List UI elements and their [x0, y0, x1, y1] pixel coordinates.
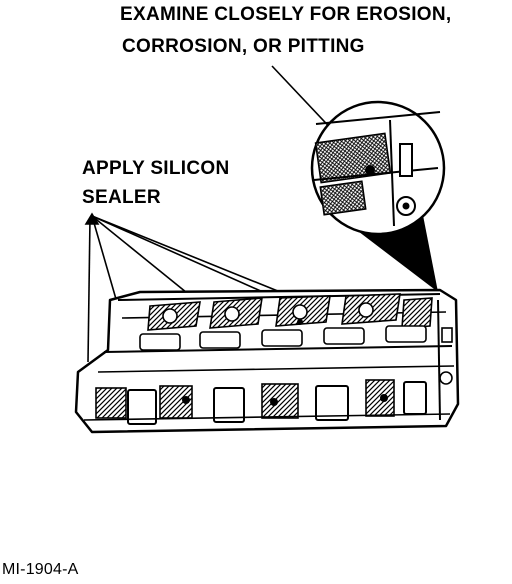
callout-examine-line-2: CORROSION, OR PITTING	[122, 36, 365, 57]
callout-sealer-line-1: APPLY SILICON	[82, 158, 230, 179]
sealer-leader-lines	[84, 212, 301, 363]
cylinder-head	[74, 288, 460, 434]
callout-examine-line-1: EXAMINE CLOSELY FOR EROSION,	[120, 4, 452, 25]
callout-sealer-line-2: SEALER	[82, 187, 161, 208]
magnifier-inset	[310, 100, 446, 292]
figure-code: MI-1904-A	[2, 561, 79, 578]
